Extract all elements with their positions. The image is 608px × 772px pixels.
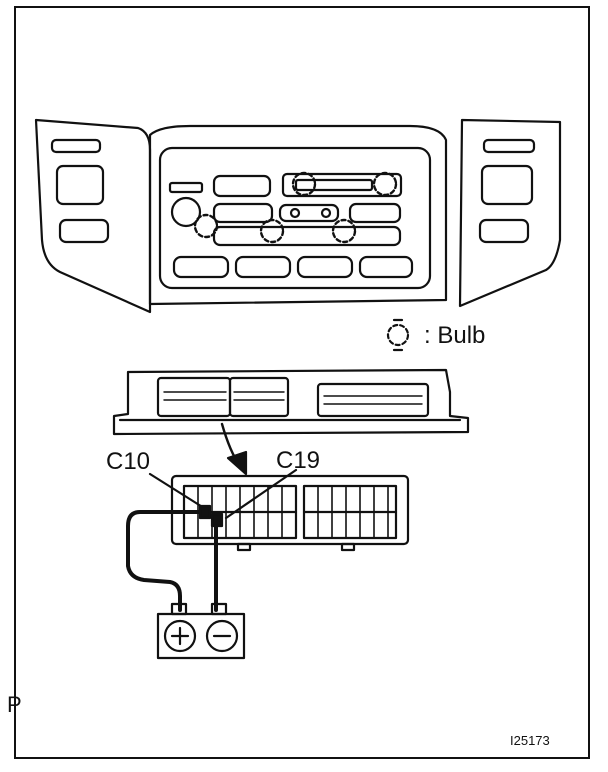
positive-wire — [126, 510, 206, 612]
probe-c10 — [198, 504, 212, 520]
c10-terminal-label: C10 — [106, 448, 151, 475]
bulb-marker — [291, 171, 317, 197]
ecu-module — [112, 368, 470, 436]
c10-leader — [148, 472, 206, 510]
bulb-marker — [259, 218, 285, 244]
bulb-marker — [372, 171, 398, 197]
figure-id: I25173 — [510, 733, 550, 748]
probe-c19 — [210, 512, 224, 528]
c19-terminal-label: C19 — [276, 447, 321, 474]
bulb-markers — [193, 171, 398, 244]
c19-leader — [224, 468, 298, 520]
battery-positive-symbol — [163, 619, 197, 653]
bulb-marker — [193, 213, 219, 239]
test-wires — [126, 510, 218, 612]
page-mark: P — [7, 692, 22, 717]
zoom-arrow-head — [226, 450, 248, 476]
bulb-legend-text: : Bulb — [424, 322, 486, 349]
bulb-legend-symbol — [386, 318, 410, 352]
diagram-frame — [14, 6, 590, 759]
battery — [156, 602, 246, 660]
bulb-marker — [331, 218, 357, 244]
dashboard-panel — [34, 118, 562, 314]
battery-negative-symbol — [205, 619, 239, 653]
